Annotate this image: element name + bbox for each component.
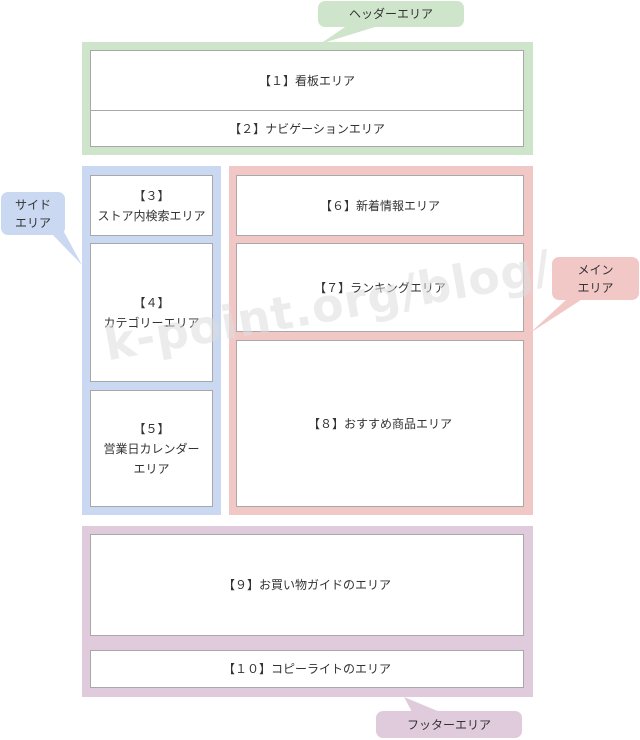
category-area-box: 【４】 カテゴリーエリア — [90, 243, 213, 382]
news-area-box: 【６】新着情報エリア — [236, 175, 524, 236]
ranking-area-box: 【７】ランキングエリア — [236, 243, 524, 332]
copyright-area-box: 【１０】コピーライトのエリア — [90, 650, 524, 688]
footer-area-callout: フッターエリア — [376, 711, 522, 738]
header-area-callout: ヘッダーエリア — [318, 1, 464, 27]
navigation-area-box: 【２】ナビゲーションエリア — [90, 110, 524, 147]
signboard-area-box: 【１】看板エリア — [90, 50, 524, 111]
store-search-area-box: 【３】 ストア内検索エリア — [90, 175, 213, 236]
business-calendar-area-box: 【５】 営業日カレンダー エリア — [90, 390, 213, 507]
footer-callout-pointer — [404, 697, 440, 712]
main-area-callout: メイン エリア — [552, 257, 639, 300]
shopping-guide-area-box: 【９】お買い物ガイドのエリア — [90, 534, 524, 636]
side-area-callout: サイド エリア — [1, 192, 65, 235]
main-callout-pointer — [530, 298, 584, 333]
side-callout-pointer — [50, 232, 82, 265]
recommended-products-area-box: 【８】おすすめ商品エリア — [236, 340, 524, 507]
